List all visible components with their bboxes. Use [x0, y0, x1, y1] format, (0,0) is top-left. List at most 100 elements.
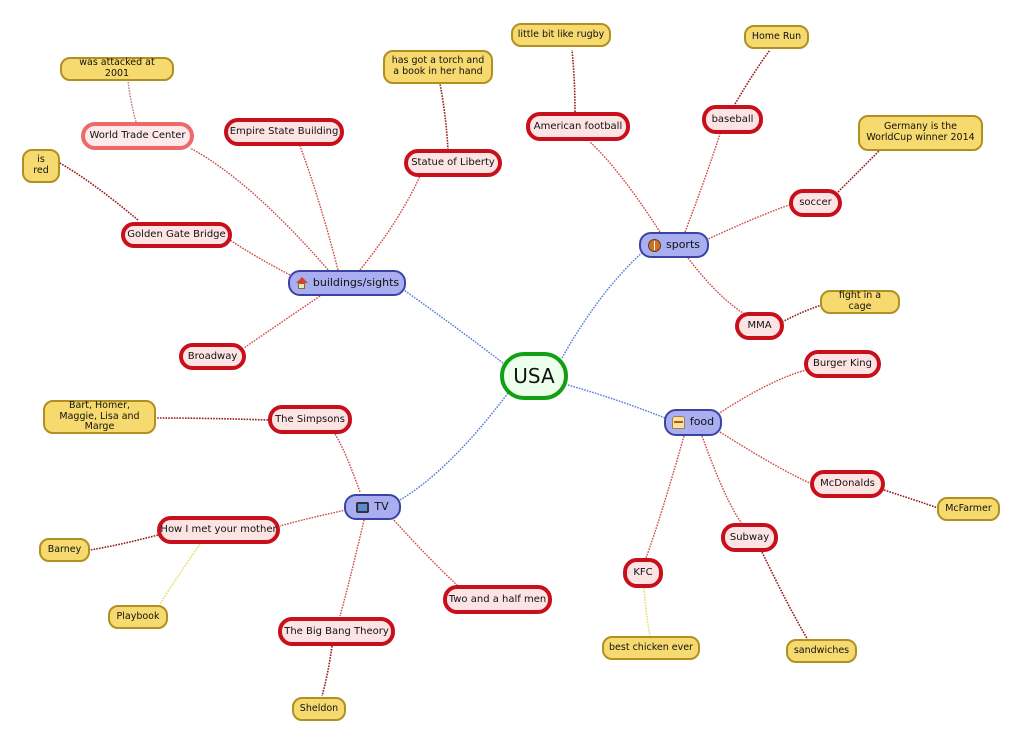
note-liberty[interactable]: has got a torch and a book in her hand	[383, 50, 493, 84]
note-american-football[interactable]: little bit like rugby	[511, 23, 611, 47]
link-sports-baseball	[684, 133, 721, 233]
note-kfc[interactable]: best chicken ever	[602, 636, 700, 660]
note-label: sandwiches	[793, 644, 850, 656]
link-bigbang-note	[321, 645, 333, 697]
node-label: KFC	[633, 567, 653, 579]
node-label: How I met your mother	[160, 524, 277, 536]
category-label: TV	[374, 499, 389, 513]
note-soccer[interactable]: Germany is the WorldCup winner 2014	[858, 115, 983, 151]
link-tv-himym	[279, 509, 347, 527]
node-the-simpsons[interactable]: The Simpsons	[268, 405, 352, 434]
note-label: little bit like rugby	[517, 28, 605, 40]
node-statue-of-liberty[interactable]: Statue of Liberty	[404, 149, 502, 177]
node-label: Burger King	[813, 358, 872, 370]
link-simpsons-note	[155, 417, 269, 421]
node-label: McDonalds	[820, 478, 875, 490]
node-label: World Trade Center	[89, 130, 186, 142]
note-golden-gate[interactable]: is red	[22, 149, 60, 183]
football-icon	[647, 238, 661, 252]
link-buildings-liberty	[359, 175, 421, 271]
node-label: Two and a half men	[448, 593, 547, 605]
note-wtc[interactable]: was attacked at 2001	[60, 57, 174, 81]
node-the-big-bang-theory[interactable]: The Big Bang Theory	[278, 617, 395, 646]
link-tv-bigbang	[339, 519, 365, 617]
note-baseball[interactable]: Home Run	[744, 25, 809, 49]
link-food-subway	[701, 435, 743, 525]
node-golden-gate-bridge[interactable]: Golden Gate Bridge	[121, 222, 232, 248]
node-world-trade-center[interactable]: World Trade Center	[81, 122, 194, 150]
link-mcdonalds-note	[883, 489, 939, 509]
category-tv[interactable]: TV	[344, 494, 401, 520]
link-subway-note	[761, 551, 809, 641]
note-mcdonalds[interactable]: McFarmer	[937, 497, 1000, 521]
tv-icon	[356, 501, 370, 513]
root-node-usa[interactable]: USA	[500, 352, 568, 400]
node-mma[interactable]: MMA	[735, 312, 784, 340]
node-american-football[interactable]: American football	[526, 112, 630, 141]
node-label: baseball	[711, 113, 754, 125]
link-soccer-note	[837, 149, 881, 193]
burger-icon	[671, 416, 685, 429]
note-big-bang[interactable]: Sheldon	[292, 697, 346, 721]
note-barney[interactable]: Barney	[39, 538, 90, 562]
note-label: Barney	[47, 543, 82, 555]
node-how-i-met-your-mother[interactable]: How I met your mother	[157, 516, 280, 544]
note-label: fight in a cage	[838, 290, 882, 312]
link-himym-barney	[89, 534, 159, 551]
link-buildings-broadway	[243, 295, 321, 349]
note-label: was attacked at 2001	[79, 57, 155, 79]
node-label: Subway	[729, 531, 770, 543]
node-empire-state-building[interactable]: Empire State Building	[224, 118, 344, 146]
node-soccer[interactable]: soccer	[789, 189, 842, 217]
node-label: Broadway	[187, 350, 238, 362]
node-kfc[interactable]: KFC	[623, 558, 663, 588]
link-sports-soccer	[705, 203, 793, 241]
note-label: Germany is the WorldCup winner 2014	[866, 121, 975, 143]
note-label: best chicken ever	[609, 641, 693, 653]
root-label: USA	[513, 363, 555, 388]
note-label: Sheldon	[299, 702, 339, 714]
node-label: Statue of Liberty	[411, 157, 495, 169]
node-mcdonalds[interactable]: McDonalds	[810, 470, 885, 498]
link-buildings-empire	[299, 145, 339, 271]
note-label: McFarmer	[945, 502, 992, 514]
node-broadway[interactable]: Broadway	[179, 343, 246, 370]
link-baseball-note	[734, 49, 771, 105]
link-american-note	[571, 49, 576, 113]
link-sports-mma	[687, 257, 749, 317]
note-label: Bart, Homer, Maggie, Lisa and Marge	[59, 399, 140, 433]
category-food[interactable]: food	[664, 409, 722, 436]
link-mma-note	[781, 303, 826, 323]
link-wtc-note	[127, 79, 137, 123]
house-icon	[295, 276, 308, 290]
category-label: buildings/sights	[312, 275, 400, 289]
note-simpsons[interactable]: Bart, Homer, Maggie, Lisa and Marge	[43, 400, 156, 434]
note-subway[interactable]: sandwiches	[786, 639, 857, 663]
link-food-kfc	[645, 435, 685, 559]
link-himym-playbook	[159, 543, 201, 605]
node-burger-king[interactable]: Burger King	[804, 350, 881, 378]
link-liberty-note	[439, 83, 449, 151]
link-root-tv	[399, 392, 509, 501]
link-root-buildings	[403, 289, 504, 364]
note-playbook[interactable]: Playbook	[108, 605, 168, 629]
note-label: Playbook	[116, 610, 160, 622]
node-label: Empire State Building	[229, 126, 339, 138]
link-root-sports	[561, 249, 646, 359]
link-tv-twohalf	[391, 517, 459, 587]
link-sports-american	[589, 141, 661, 233]
category-buildings-sights[interactable]: buildings/sights	[288, 270, 406, 296]
node-label: The Simpsons	[275, 413, 345, 425]
category-label: food	[689, 415, 715, 429]
node-two-and-a-half-men[interactable]: Two and a half men	[443, 585, 552, 614]
link-buildings-goldengate	[229, 239, 301, 281]
note-label: Home Run	[751, 30, 802, 42]
node-label: MMA	[747, 320, 772, 332]
link-food-burgerking	[717, 369, 807, 415]
note-mma[interactable]: fight in a cage	[820, 290, 900, 314]
link-goldengate-note	[57, 161, 139, 221]
node-baseball[interactable]: baseball	[702, 105, 763, 134]
node-subway[interactable]: Subway	[721, 523, 778, 552]
category-sports[interactable]: sports	[639, 232, 709, 258]
node-label: Golden Gate Bridge	[127, 229, 226, 241]
